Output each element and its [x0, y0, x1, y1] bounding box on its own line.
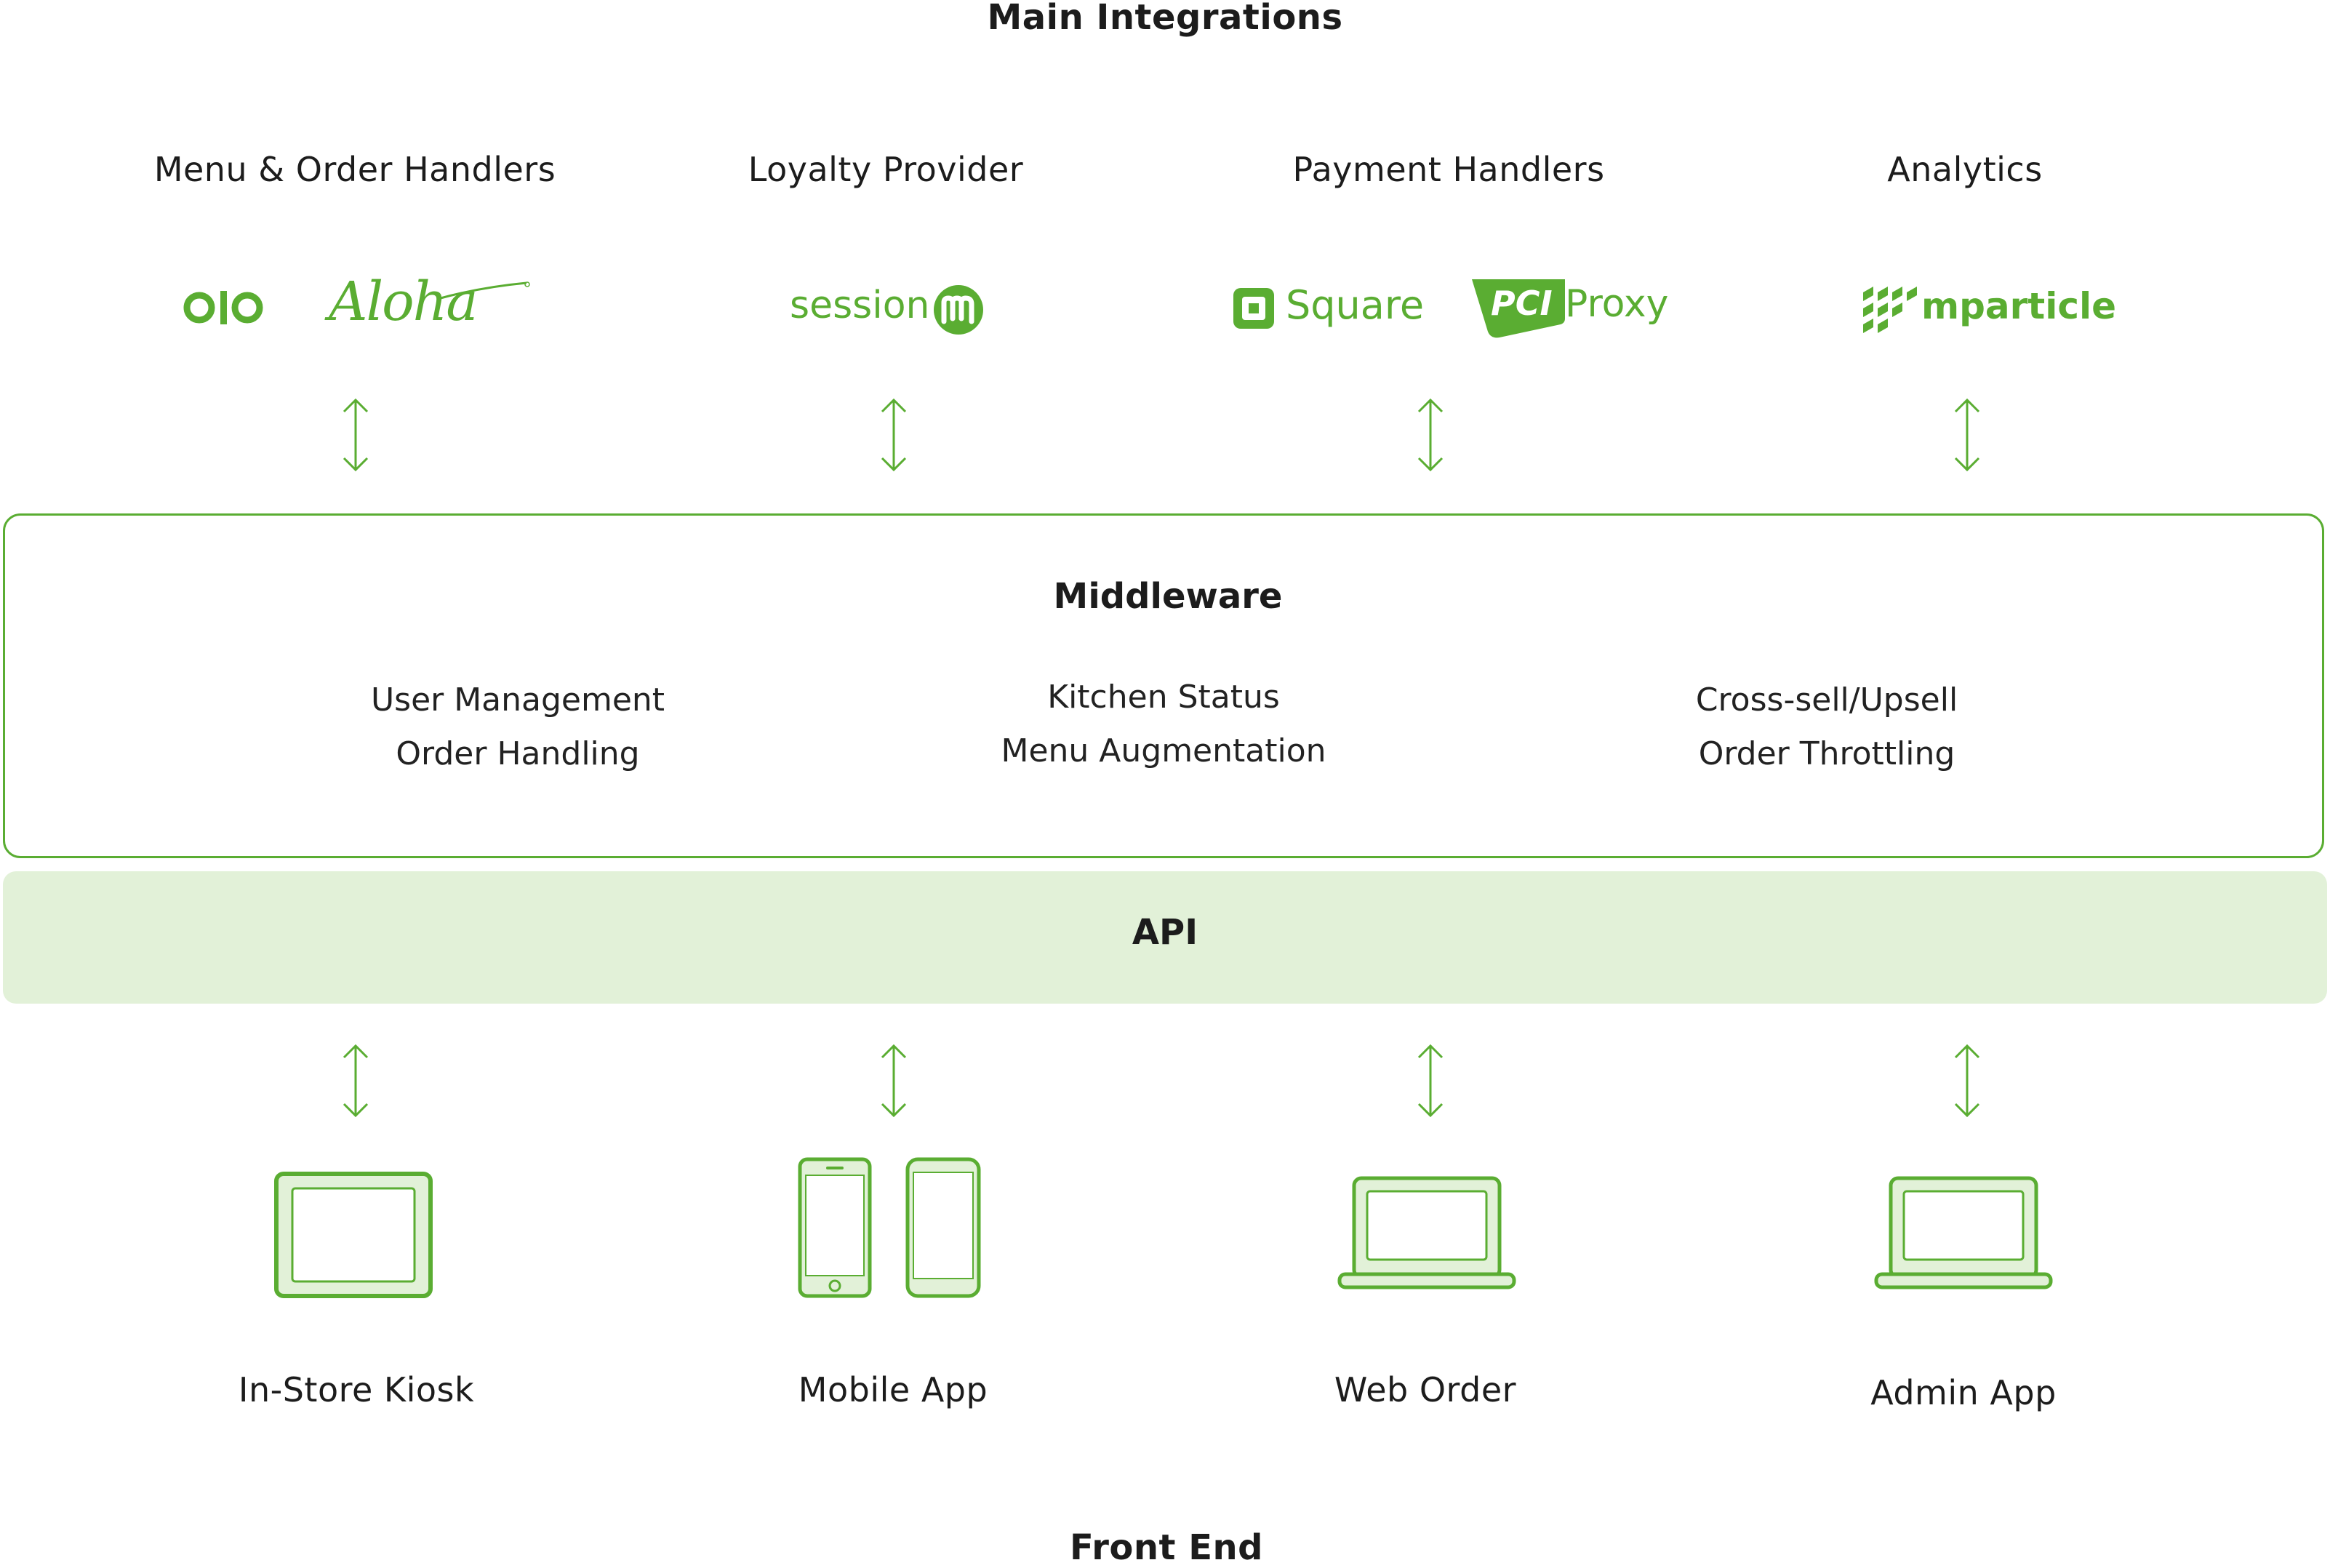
mparticle-logo: mparticle — [1921, 285, 2117, 327]
kiosk-tablet-icon — [274, 1172, 433, 1298]
phone-icon — [798, 1157, 872, 1298]
middleware-item: User Management — [370, 681, 665, 719]
category-label-menu-order: Menu & Order Handlers — [153, 150, 556, 189]
middleware-item: Kitchen Status — [1047, 679, 1280, 716]
bidirectional-arrow-icon — [881, 398, 907, 472]
category-label-loyalty: Loyalty Provider — [748, 150, 1024, 189]
api-band — [3, 871, 2327, 1004]
middleware-item: Cross-sell/Upsell — [1695, 681, 1958, 719]
bidirectional-arrow-icon — [1954, 398, 1980, 472]
bidirectional-arrow-icon — [343, 398, 369, 472]
bidirectional-arrow-icon — [1954, 1044, 1980, 1118]
middleware-item: Order Handling — [396, 735, 640, 772]
diagram-title: Main Integrations — [987, 0, 1343, 38]
category-label-analytics: Analytics — [1887, 150, 2043, 189]
front-end-title: Front End — [1069, 1527, 1264, 1568]
middleware-box — [3, 513, 2324, 858]
frontend-label-web: Web Order — [1334, 1370, 1517, 1409]
phone-icon — [905, 1157, 981, 1298]
olo-logo — [183, 291, 263, 324]
middleware-title: Middleware — [1053, 576, 1283, 617]
category-label-payment: Payment Handlers — [1292, 150, 1605, 189]
pci-badge-icon — [1472, 279, 1565, 338]
frontend-label-mobile: Mobile App — [798, 1370, 988, 1409]
bidirectional-arrow-icon — [1417, 398, 1444, 472]
sessionm-m-icon — [934, 285, 983, 335]
middleware-item: Order Throttling — [1698, 735, 1955, 772]
api-label: API — [1132, 912, 1198, 953]
bidirectional-arrow-icon — [881, 1044, 907, 1118]
pci-badge-label: PCI — [1491, 284, 1553, 323]
aloha-logo: Aloha — [329, 271, 478, 333]
pci-proxy-logo: Proxy — [1565, 282, 1669, 326]
square-logo-icon — [1233, 288, 1274, 329]
frontend-label-admin: Admin App — [1870, 1373, 2057, 1412]
bidirectional-arrow-icon — [343, 1044, 369, 1118]
mparticle-mark-icon — [1863, 287, 1917, 333]
laptop-icon — [1337, 1176, 1516, 1289]
sessionm-logo: session — [790, 284, 930, 327]
aloha-swoosh-icon — [437, 281, 530, 300]
square-logo: Square — [1286, 282, 1425, 328]
frontend-label-kiosk: In-Store Kiosk — [238, 1370, 475, 1409]
middleware-item: Menu Augmentation — [1001, 732, 1326, 769]
bidirectional-arrow-icon — [1417, 1044, 1444, 1118]
laptop-icon — [1874, 1176, 2053, 1289]
